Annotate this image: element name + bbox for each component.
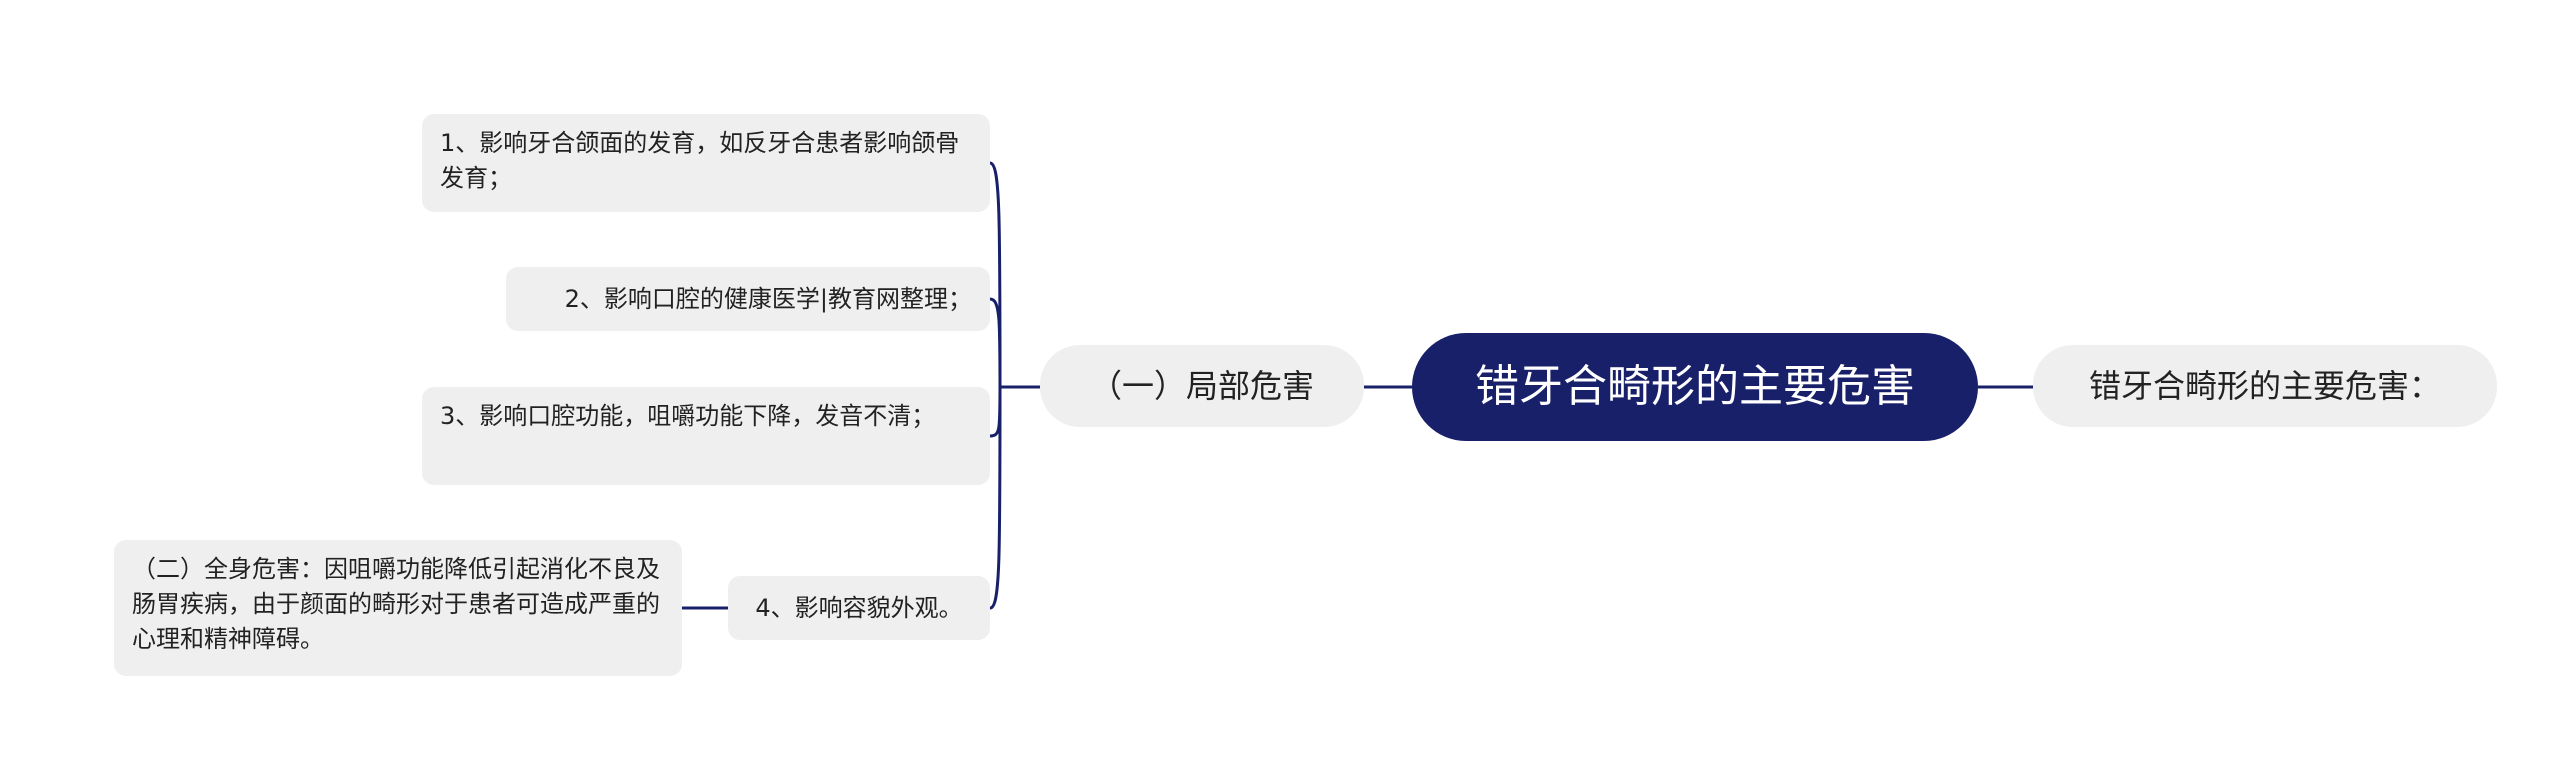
right-node[interactable]: 错牙合畸形的主要危害： <box>2033 345 2497 427</box>
leaf-node-1[interactable]: 1、影响牙合颌面的发育，如反牙合患者影响颌骨发育； <box>422 114 990 212</box>
root-node-label: 错牙合畸形的主要危害 <box>1475 361 1915 413</box>
connector-branch-to-leaf-4 <box>989 386 1002 610</box>
branch-node-local-harm[interactable]: （一）局部危害 <box>1040 345 1364 427</box>
leaf-node-2[interactable]: 2、影响口腔的健康医学|教育网整理； <box>506 267 990 331</box>
leaf-node-4[interactable]: 4、影响容貌外观。 <box>728 576 990 640</box>
branch-node-label: （一）局部危害 <box>1089 366 1314 405</box>
root-node[interactable]: 错牙合畸形的主要危害 <box>1412 333 1978 441</box>
leaf-node-3-label: 3、影响口腔功能，咀嚼功能下降，发音不清； <box>440 402 936 430</box>
leaf-node-1-label: 1、影响牙合颌面的发育，如反牙合患者影响颌骨发育； <box>440 129 960 192</box>
sub-leaf-node-label: （二）全身危害：因咀嚼功能降低引起消化不良及肠胃疾病，由于颜面的畸形对于患者可造… <box>132 555 660 653</box>
right-node-label: 错牙合畸形的主要危害： <box>2088 366 2441 405</box>
connector-branch-to-leaf-2 <box>989 297 1002 388</box>
leaf-node-3[interactable]: 3、影响口腔功能，咀嚼功能下降，发音不清； <box>422 387 990 485</box>
sub-leaf-node-systemic-harm[interactable]: （二）全身危害：因咀嚼功能降低引起消化不良及肠胃疾病，由于颜面的畸形对于患者可造… <box>114 540 682 676</box>
leaf-node-2-label: 2、影响口腔的健康医学|教育网整理； <box>564 284 972 313</box>
leaf-node-4-label: 4、影响容貌外观。 <box>755 593 963 622</box>
